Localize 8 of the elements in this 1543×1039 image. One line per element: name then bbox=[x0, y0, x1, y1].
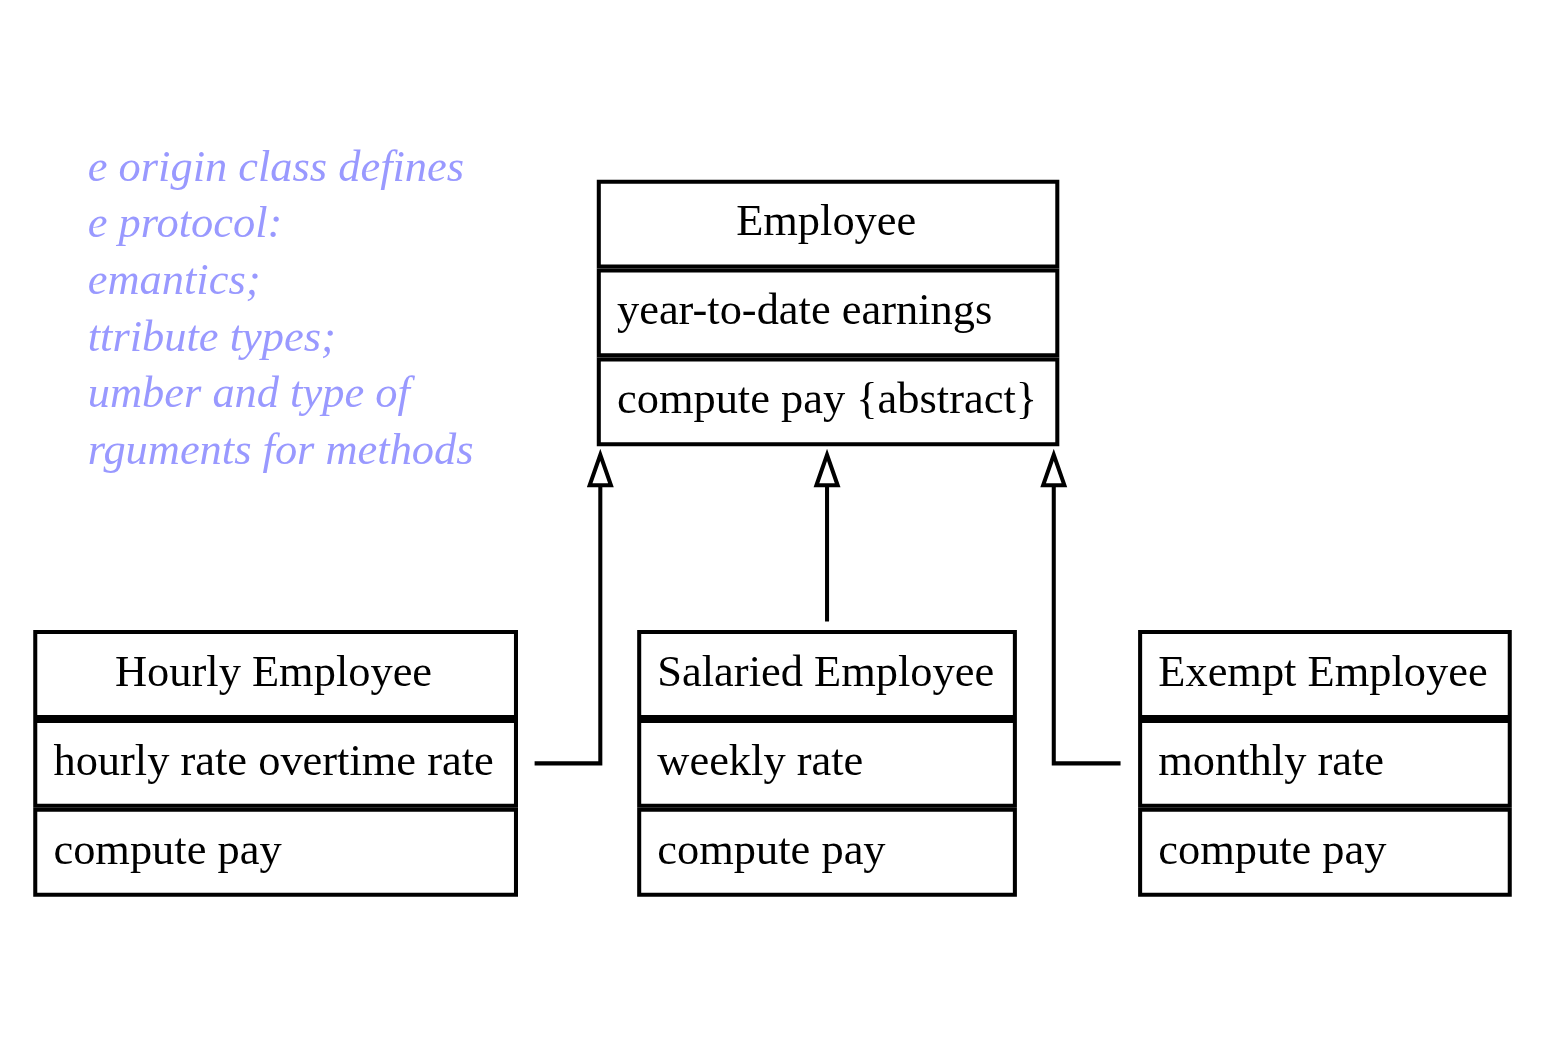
arrow bbox=[1039, 448, 1121, 765]
label: ttribute types; bbox=[87, 310, 336, 361]
label: emantics; bbox=[87, 253, 260, 304]
arrow bbox=[813, 448, 840, 621]
label: e protocol: bbox=[87, 196, 282, 247]
label: rguments for methods bbox=[87, 423, 474, 474]
arrow bbox=[534, 448, 614, 765]
label: e origin class defines bbox=[87, 140, 464, 191]
